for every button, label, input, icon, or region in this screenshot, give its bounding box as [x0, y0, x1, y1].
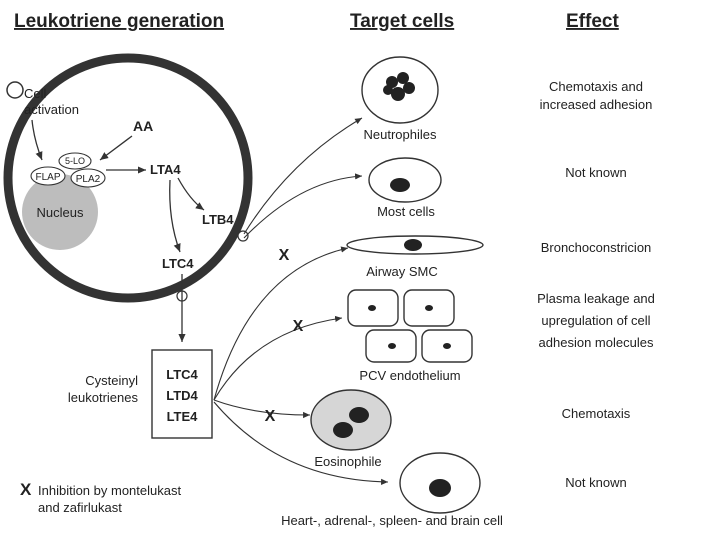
effect-neutrophiles-line-1: Chemotaxis and [549, 79, 643, 94]
membrane-transporter-ltb4 [237, 230, 249, 242]
arrow-to-eosinophile [213, 399, 311, 419]
legend-x-mark: X [20, 480, 32, 499]
effect-pcv-line-3: adhesion molecules [539, 335, 654, 350]
effect-airway-smc: Bronchoconstricion [541, 240, 652, 255]
flap-label: FLAP [35, 172, 60, 183]
target-label-pcv-endothelium: PCV endothelium [359, 368, 460, 383]
arrow-activation-to-enzymes [31, 119, 43, 161]
aa-label: AA [133, 118, 153, 134]
inhibition-mark-pcv: X [293, 318, 304, 335]
five-lo-label: 5-LO [65, 156, 85, 166]
target-label-airway-smc: Airway SMC [366, 264, 438, 279]
neutrophile-nucleus [383, 72, 415, 101]
header-effect: Effect [566, 11, 619, 32]
eosinophile-nucleus [333, 407, 369, 438]
nucleus-label: Nucleus [37, 205, 84, 220]
effect-pcv-line-1: Plasma leakage and [537, 291, 655, 306]
lta4-label: LTA4 [150, 162, 181, 177]
effect-neutrophiles-line-2: increased adhesion [540, 97, 653, 112]
arrow-aa-to-pla2 [99, 135, 133, 161]
box-ltd4-label: LTD4 [166, 388, 198, 403]
airway-smc-nucleus [404, 239, 422, 251]
inhibition-mark-airway: X [279, 247, 290, 264]
heart-adrenal-nucleus [429, 479, 451, 497]
cysteinyl-box [151, 349, 213, 439]
membrane-receptor-activation [6, 81, 24, 99]
box-lte4-label: LTE4 [167, 409, 199, 424]
flap-enzyme [30, 166, 66, 186]
header-leukotriene-generation: Leukotriene generation [14, 11, 224, 32]
target-label-neutrophiles: Neutrophiles [364, 127, 437, 142]
ltb4-label: LTB4 [202, 212, 234, 227]
effect-pcv-line-2: upregulation of cell [541, 313, 650, 328]
legend-text-line-1: Inhibition by montelukast [38, 483, 181, 498]
effect-eosinophile: Chemotaxis [562, 406, 631, 421]
arrow-to-heart-adrenal-cells [213, 401, 389, 485]
cysteinyl-label-1: Cysteinyl [85, 373, 138, 388]
header-target-cells: Target cells [350, 11, 454, 32]
arrow-ltb4-to-neutrophiles [243, 117, 363, 235]
ltc4-label: LTC4 [162, 256, 194, 271]
five-lo-enzyme [58, 152, 92, 170]
pla2-enzyme [70, 168, 106, 188]
pla2-label: PLA2 [76, 174, 101, 185]
effect-most-cells: Not known [565, 165, 626, 180]
inhibition-mark-eosinophile: X [265, 408, 276, 425]
most-cells-nucleus [390, 178, 410, 192]
arrow-to-airway-smc [213, 246, 349, 401]
box-ltc4-label: LTC4 [166, 367, 198, 382]
cell-activation-label-2: activation [24, 102, 79, 117]
cysteinyl-label-2: leukotrienes [68, 390, 139, 405]
nucleus [22, 174, 98, 250]
arrow-to-pcv-endothelium [213, 315, 343, 401]
target-label-heart-adrenal: Heart-, adrenal-, spleen- and brain cell [281, 513, 503, 528]
pcv-endothelium-cells [347, 289, 473, 363]
target-label-most-cells: Most cells [377, 204, 435, 219]
legend-text-line-2: and zafirlukast [38, 500, 122, 515]
eosinophile-cell [310, 389, 392, 451]
arrow-lta4-to-ltc4 [169, 179, 181, 253]
arrow-lta4-to-ltb4 [177, 177, 205, 211]
cell-membrane [3, 53, 253, 303]
effect-heart-adrenal: Not known [565, 475, 626, 490]
arrow-ltb4-to-most-cells [243, 173, 363, 239]
target-label-eosinophile: Eosinophile [314, 454, 381, 469]
cell-activation-label-1: Cell [24, 86, 47, 101]
